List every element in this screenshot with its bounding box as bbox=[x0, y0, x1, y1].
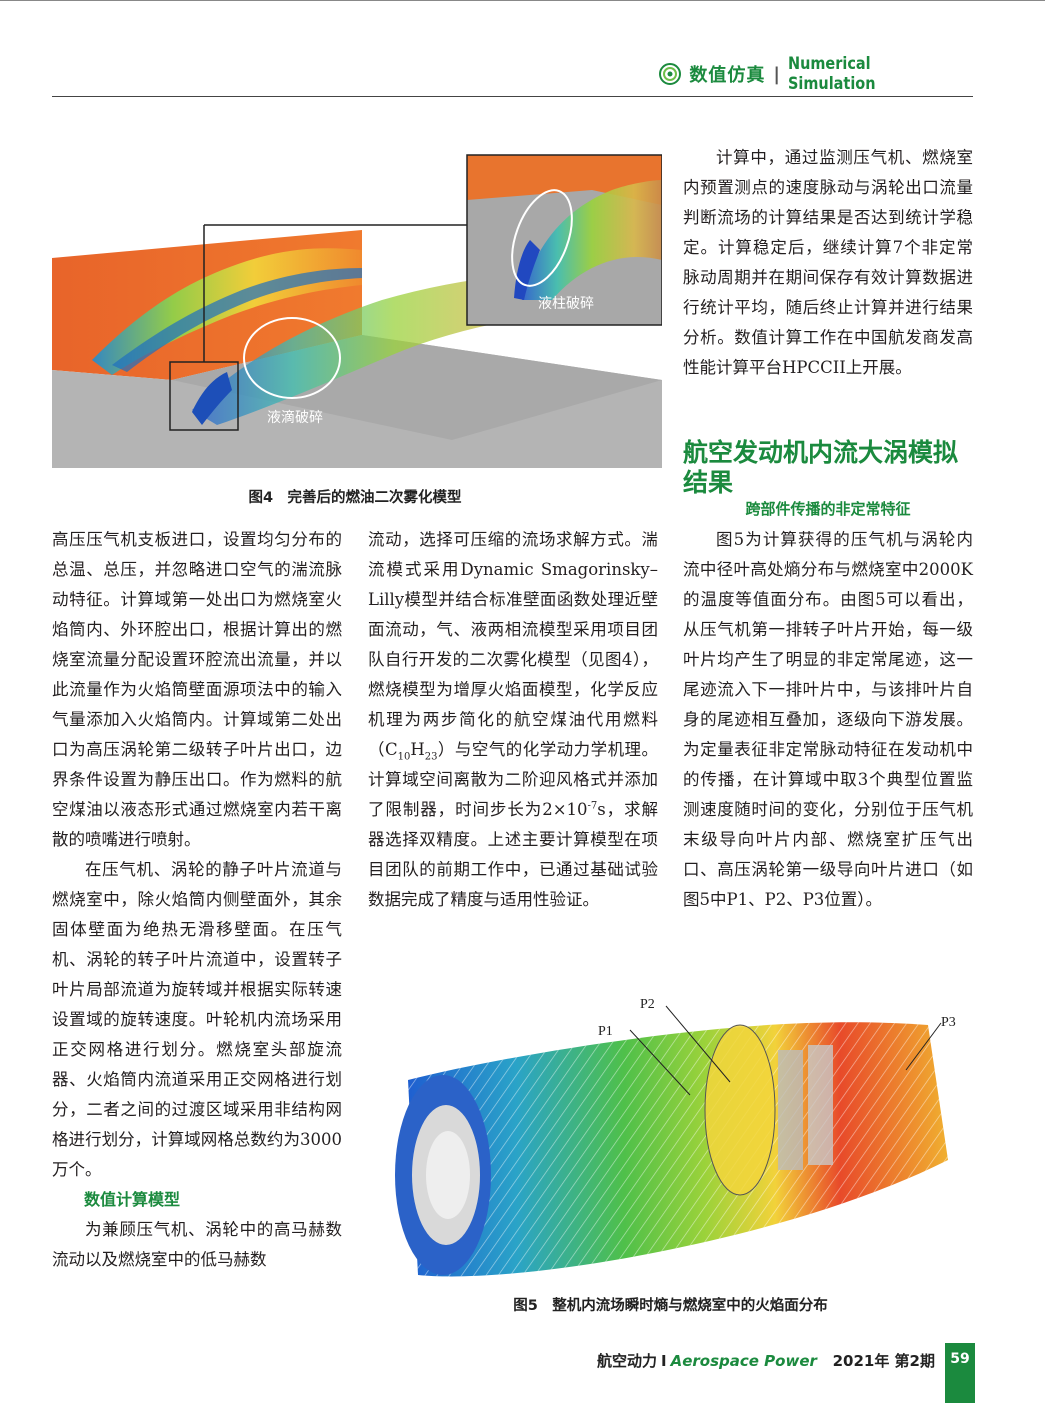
top-border bbox=[0, 0, 1045, 1]
col2-sub-1: 10 bbox=[397, 751, 411, 763]
footer-journal-cn: 航空动力 bbox=[597, 1352, 658, 1370]
column-1: 高压压气机支板进口，设置均匀分布的总温、总压，并忽略进口空气的湍流脉动特征。计算… bbox=[52, 525, 342, 1275]
col2-text-mid: H bbox=[410, 740, 425, 759]
figure-4-caption: 图4 完善后的燃油二次雾化模型 bbox=[248, 490, 462, 506]
col2-sup: -7 bbox=[587, 800, 598, 812]
running-header: 数值仿真 | Numerical Simulation bbox=[659, 54, 973, 94]
fig4-label-inset: 液柱破碎 bbox=[538, 296, 594, 312]
col2-paragraph: 流动，选择可压缩的流场求解方式。湍流模式采用Dynamic Smagorinsk… bbox=[368, 525, 658, 915]
col3-paragraph: 图5为计算获得的压气机与涡轮内流中径叶高处熵分布与燃烧室中2000K的温度等值面… bbox=[683, 530, 973, 909]
col2-sub-2: 23 bbox=[424, 751, 438, 763]
header-section-en: Numerical Simulation bbox=[788, 54, 876, 94]
journal-logo-icon bbox=[659, 63, 682, 85]
col1-subheading: 数值计算模型 bbox=[84, 1190, 181, 1209]
figure-5-caption: 图5 整机内流场瞬时熵与燃烧室中的火焰面分布 bbox=[513, 1298, 828, 1314]
col1-paragraph-3: 为兼顾压气机、涡轮中的高马赫数流动以及燃烧室中的低马赫数 bbox=[52, 1220, 342, 1269]
section-title: 航空发动机内流大涡模拟结果 bbox=[683, 438, 959, 497]
page-number: 59 bbox=[945, 1343, 975, 1403]
column-2: 流动，选择可压缩的流场求解方式。湍流模式采用Dynamic Smagorinsk… bbox=[368, 525, 658, 915]
col1-paragraph-2: 在压气机、涡轮的静子叶片流道与燃烧室中，除火焰筒内侧壁面外，其余固体壁面为绝热无… bbox=[52, 860, 342, 1179]
fig5-label-p2: P2 bbox=[640, 997, 655, 1012]
col3-top-paragraph: 计算中，通过监测压气机、燃烧室内预置测点的速度脉动与涡轮出口流量判断流场的计算结… bbox=[683, 148, 973, 377]
fig4-label-main: 液滴破碎 bbox=[267, 409, 323, 426]
footer-bar: I bbox=[661, 1352, 667, 1370]
fig5-label-p1: P1 bbox=[598, 1024, 613, 1039]
column-3-top: 计算中，通过监测压气机、燃烧室内预置测点的速度脉动与涡轮出口流量判断流场的计算结… bbox=[683, 143, 973, 383]
footer-journal-en: Aerospace Power bbox=[670, 1352, 817, 1370]
header-section-cn: 数值仿真 bbox=[689, 65, 766, 86]
figure-5-image: P1 P2 P3 bbox=[368, 990, 973, 1282]
footer-issue: 2021年 第2期 bbox=[832, 1352, 935, 1370]
figure-4-image: 液柱破碎 液滴破碎 bbox=[52, 150, 662, 468]
header-separator: | bbox=[773, 63, 780, 85]
col1-paragraph-1: 高压压气机支板进口，设置均匀分布的总温、总压，并忽略进口空气的湍流脉动特征。计算… bbox=[52, 530, 342, 849]
fig5-label-p3: P3 bbox=[941, 1015, 956, 1030]
column-3: 图5为计算获得的压气机与涡轮内流中径叶高处熵分布与燃烧室中2000K的温度等值面… bbox=[683, 525, 973, 915]
header-rule bbox=[52, 96, 973, 97]
col2-text-a: 流动，选择可压缩的流场求解方式。湍流模式采用Dynamic Smagorinsk… bbox=[368, 530, 658, 759]
col2-text-b: ）与空气的化学动力学机理。计算域空间离散为二阶迎风格式并添加了限制器，时间步长为… bbox=[368, 740, 659, 819]
col2-text-c: s，求解器选择双精度。上述主要计算模型在项目团队的前期工作中，已通过基础试验数据… bbox=[368, 800, 658, 909]
section-subtitle: 跨部件传播的非定常特征 bbox=[745, 500, 911, 518]
